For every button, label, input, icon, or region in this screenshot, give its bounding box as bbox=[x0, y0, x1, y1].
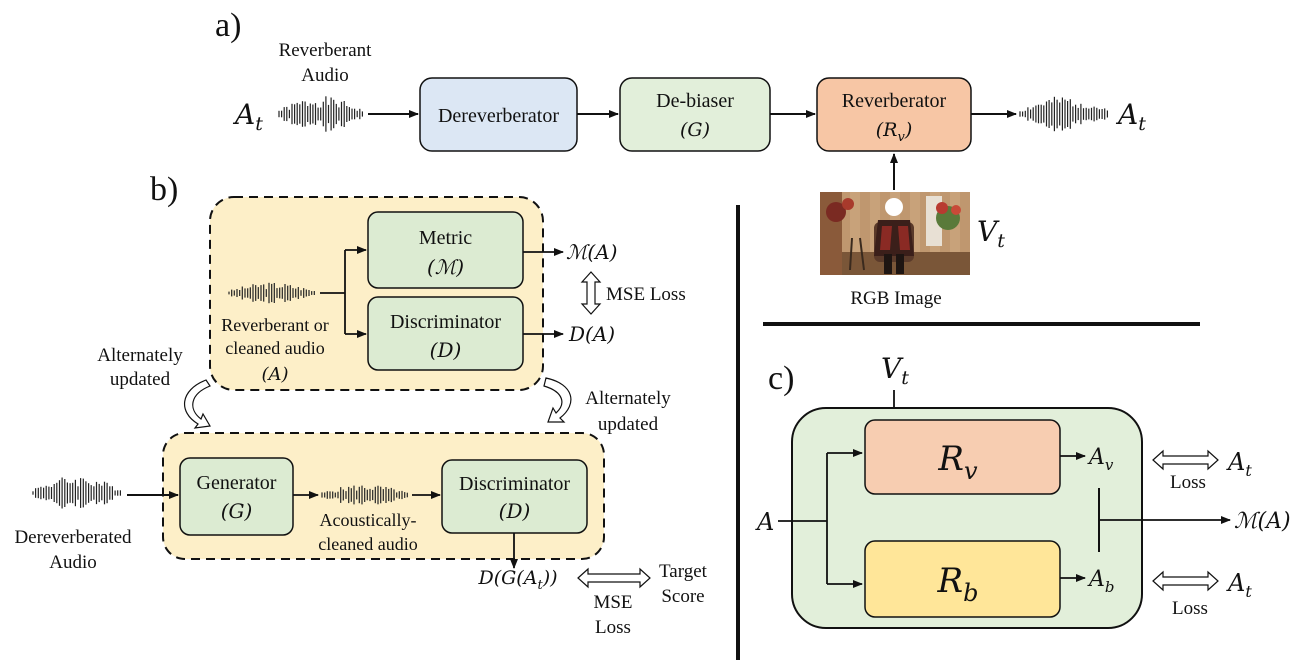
at-top: At bbox=[1226, 448, 1252, 480]
discriminator-top-symbol: (D) bbox=[430, 338, 462, 362]
reverberator-symbol: (Rv) bbox=[876, 119, 913, 145]
loss-top-double-arrow-icon bbox=[1152, 449, 1219, 471]
discriminator-bottom-label: Discriminator bbox=[459, 473, 570, 495]
ab-output: Ab bbox=[1087, 567, 1115, 596]
panel-c-vt: Vt bbox=[881, 352, 909, 389]
alternately-right-line1: Alternately bbox=[585, 388, 671, 409]
cleaned-label-line2: cleaned audio bbox=[318, 534, 417, 554]
rv-label: Rv bbox=[937, 439, 978, 485]
mse-double-arrow-icon bbox=[580, 271, 602, 315]
dga-output: D(G(At)) bbox=[477, 567, 557, 593]
input-var-at: At bbox=[232, 98, 263, 135]
mse-loss-top: MSE Loss bbox=[606, 284, 686, 305]
loss-bottom-label: Loss bbox=[1172, 598, 1208, 619]
loss-bottom-double-arrow-icon bbox=[1152, 570, 1219, 592]
panel-c-metric-output: ℳ(A) bbox=[1234, 509, 1291, 534]
alternately-left-arrow-icon bbox=[183, 379, 211, 429]
rv-box bbox=[864, 419, 1061, 495]
panel-c-input-a: A bbox=[755, 508, 774, 536]
input-waveform-icon bbox=[278, 96, 363, 132]
panel-b-label: b) bbox=[150, 171, 178, 208]
panel-b-input-label-line2: cleaned audio bbox=[225, 338, 324, 358]
dereverberated-label-line2: Audio bbox=[49, 552, 97, 573]
debiaser-symbol: (G) bbox=[680, 119, 710, 141]
output-waveform-icon bbox=[1019, 96, 1109, 132]
metric-symbol: (ℳ) bbox=[427, 255, 464, 279]
discriminator-top-label: Discriminator bbox=[390, 311, 501, 333]
output-var-at: At bbox=[1115, 98, 1146, 135]
alternately-right-arrow-icon bbox=[543, 377, 572, 423]
at-bottom: At bbox=[1226, 569, 1252, 601]
debiaser-label: De-biaser bbox=[656, 90, 734, 112]
rb-label: Rb bbox=[937, 561, 979, 607]
alternately-left-line2: updated bbox=[110, 369, 171, 390]
generator-box bbox=[179, 457, 294, 536]
target-score-line2: Score bbox=[661, 586, 704, 607]
mse-bottom-line1: MSE bbox=[593, 592, 632, 613]
metric-output: ℳ(A) bbox=[566, 240, 617, 264]
rgb-image bbox=[820, 192, 970, 275]
input-audio-title-line2: Audio bbox=[301, 65, 349, 86]
disc-output: D(A) bbox=[568, 322, 615, 346]
panel-b-input-symbol: (A) bbox=[261, 364, 288, 385]
generator-symbol: (G) bbox=[221, 499, 253, 523]
rgb-image-caption: RGB Image bbox=[850, 288, 941, 309]
metric-label: Metric bbox=[419, 227, 472, 249]
panel-c-label: c) bbox=[768, 360, 794, 397]
loss-top-label: Loss bbox=[1170, 472, 1206, 493]
discriminator-bottom-symbol: (D) bbox=[499, 499, 531, 523]
dereverberated-waveform-icon bbox=[32, 477, 122, 509]
metric-box bbox=[367, 211, 524, 289]
panel-b-input-label-line1: Reverberant or bbox=[221, 315, 328, 335]
target-score-line1: Target bbox=[659, 561, 708, 582]
input-audio-title-line1: Reverberant bbox=[279, 40, 373, 61]
cleaned-waveform-icon bbox=[321, 485, 408, 505]
dereverberator-label: Dereverberator bbox=[438, 105, 559, 127]
generator-label: Generator bbox=[197, 472, 277, 494]
reverberator-label: Reverberator bbox=[842, 90, 947, 112]
av-output: Av bbox=[1087, 445, 1114, 474]
dereverberated-label-line1: Dereverberated bbox=[14, 527, 132, 548]
image-var-vt: Vt bbox=[977, 215, 1005, 252]
rb-box bbox=[864, 540, 1061, 618]
panel-b-input-waveform-icon bbox=[228, 282, 315, 304]
mse-bottom-double-arrow-icon bbox=[577, 567, 651, 589]
mse-bottom-line2: Loss bbox=[595, 617, 631, 638]
alternately-left-line1: Alternately bbox=[97, 345, 183, 366]
cleaned-label-line1: Acoustically- bbox=[320, 510, 417, 530]
alternately-right-line2: updated bbox=[598, 414, 659, 435]
panel-a-label: a) bbox=[215, 7, 241, 44]
